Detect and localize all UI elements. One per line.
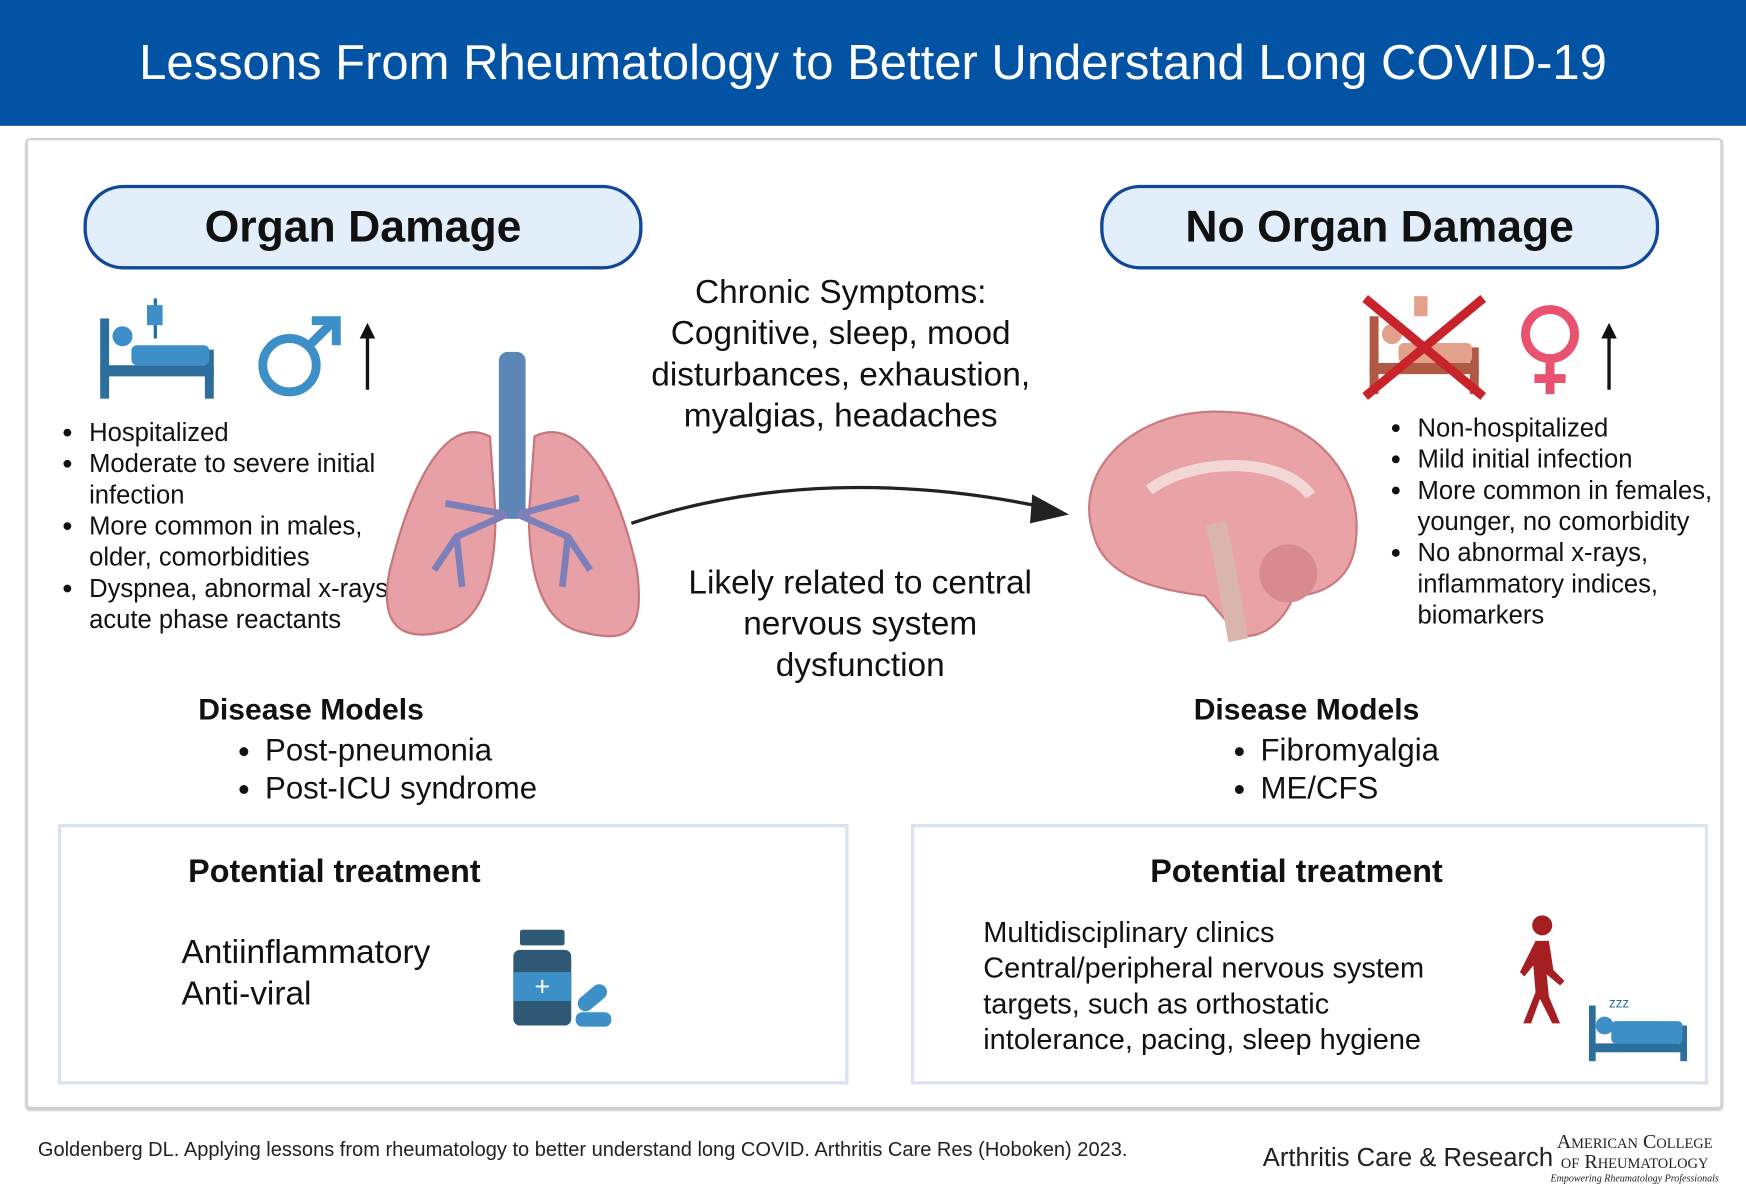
- svg-text:zzz: zzz: [1609, 996, 1629, 1011]
- walking-person-icon: [1519, 915, 1565, 1024]
- bullet-item: More common in females, younger, no como…: [1415, 474, 1727, 536]
- right-disease-models: Disease Models Fibromyalgia ME/CFS: [1194, 693, 1439, 808]
- left-disease-models: Disease Models Post-pneumonia Post-ICU s…: [198, 693, 537, 808]
- no-organ-damage-heading: No Organ Damage: [1100, 184, 1660, 270]
- disease-model-item: Post-pneumonia: [265, 732, 537, 770]
- heading-text: Organ Damage: [204, 202, 522, 252]
- up-arrow-icon: [359, 322, 376, 390]
- citation: Goldenberg DL. Applying lessons from rhe…: [37, 1138, 1128, 1161]
- content-frame: [25, 138, 1723, 1110]
- arrow-icon: [630, 485, 1069, 525]
- female-symbol-icon: [1521, 305, 1579, 395]
- acr-logo: American College of Rheumatology Empower…: [1546, 1131, 1724, 1184]
- page-title: Lessons From Rheumatology to Better Unde…: [139, 35, 1607, 90]
- treatment-item: Antiinflammatory: [181, 934, 431, 971]
- bullet-item: More common in males, older, comorbiditi…: [87, 510, 421, 572]
- sleeping-bed-icon: zzz: [1588, 996, 1687, 1062]
- no-organ-damage-bullets: Non-hospitalized Mild initial infection …: [1386, 412, 1727, 630]
- disease-model-item: Post-ICU syndrome: [265, 769, 537, 807]
- organ-damage-bullets: Hospitalized Moderate to severe initial …: [58, 416, 421, 634]
- acr-logo-line1: American College: [1556, 1130, 1713, 1153]
- bullet-item: Dyspnea, abnormal x-rays, acute phase re…: [87, 572, 421, 634]
- disease-models-title: Disease Models: [1193, 692, 1420, 727]
- disease-models-title: Disease Models: [198, 692, 424, 727]
- treatment-item: Anti-viral: [181, 975, 312, 1013]
- treatment-title: Potential treatment: [188, 854, 481, 890]
- bullet-item: Moderate to severe initial infection: [87, 448, 421, 510]
- treatment-item: Multidisciplinary clinics: [983, 915, 1275, 949]
- crossed-hospital-bed-icon: [1362, 294, 1487, 400]
- bullet-item: No abnormal x-rays, inflammatory indices…: [1415, 537, 1727, 631]
- bullet-item: Non-hospitalized: [1415, 412, 1727, 443]
- journal-name: Arthritis Care & Research: [1262, 1142, 1554, 1172]
- bullet-item: Mild initial infection: [1415, 443, 1727, 474]
- organ-damage-heading: Organ Damage: [83, 184, 643, 270]
- disease-model-item: ME/CFS: [1261, 769, 1439, 807]
- heading-text: No Organ Damage: [1185, 202, 1574, 252]
- medicine-bottle-icon: +: [513, 929, 612, 1027]
- svg-text:+: +: [534, 971, 550, 1001]
- hospital-bed-icon: [100, 298, 214, 399]
- left-treatment-box: Potential treatment Antiinflammatory Ant…: [57, 824, 849, 1085]
- treatment-item: Central/peripheral nervous system target…: [983, 950, 1425, 1056]
- male-symbol-icon: [258, 316, 341, 397]
- title-banner: Lessons From Rheumatology to Better Unde…: [0, 0, 1746, 126]
- bullet-item: Hospitalized: [87, 416, 421, 447]
- up-arrow-icon: [1601, 322, 1617, 390]
- likely-related-text: Likely related to central nervous system…: [688, 564, 1032, 684]
- chronic-symptoms-text: Chronic Symptoms: Cognitive, sleep, mood…: [651, 273, 1031, 435]
- lungs-illustration: [385, 351, 640, 638]
- brain-illustration: [1088, 410, 1358, 643]
- acr-logo-line2: of Rheumatology: [1560, 1150, 1709, 1173]
- treatment-title: Potential treatment: [1150, 854, 1443, 890]
- acr-logo-tagline: Empowering Rheumatology Professionals: [1550, 1172, 1719, 1184]
- right-treatment-box: Potential treatment Multidisciplinary cl…: [910, 824, 1709, 1085]
- disease-model-item: Fibromyalgia: [1261, 732, 1439, 770]
